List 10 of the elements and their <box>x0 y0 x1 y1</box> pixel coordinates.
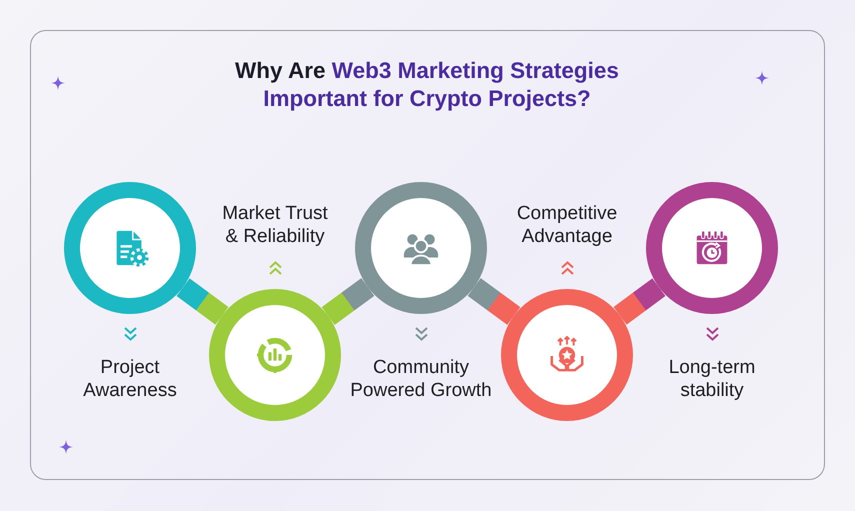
step-caption: Project Awareness <box>83 356 177 402</box>
step-caption: Competitive Advantage <box>516 202 618 248</box>
connector-band <box>322 278 374 325</box>
step-caption: Market Trust & Reliability <box>222 202 328 248</box>
connector-band <box>468 278 520 325</box>
title-heading: Why Are Web3 Marketing Strategies Important for Crypto Projects? <box>235 57 619 113</box>
connector-band <box>176 278 228 325</box>
connector-band <box>614 278 666 325</box>
step-caption: Long-term stability <box>668 356 756 402</box>
step-caption: Community Powered Growth <box>350 356 492 402</box>
